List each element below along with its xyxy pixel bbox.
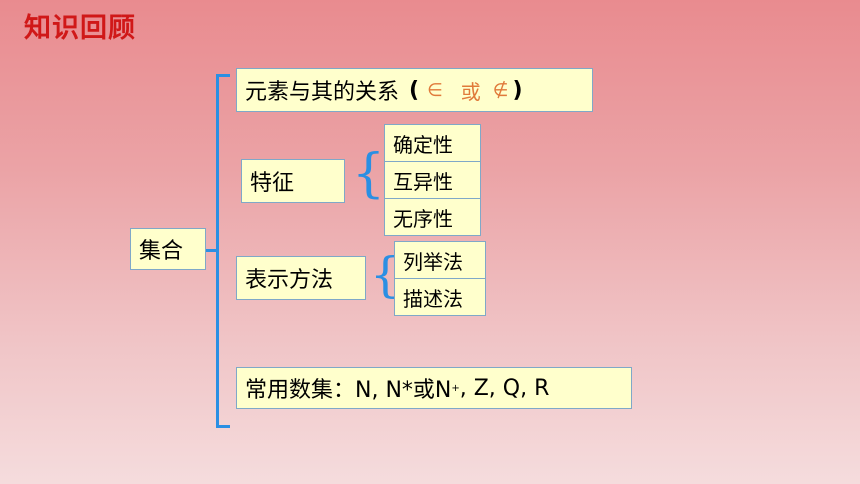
features-node: 特征	[241, 159, 345, 203]
features-label: 特征	[250, 171, 295, 196]
common-sets-subscript: +	[451, 382, 460, 394]
slide-title: 知识回顾	[24, 13, 136, 44]
feature-item-1: 确定性	[384, 124, 481, 162]
element-of-symbol: ∈	[427, 79, 443, 101]
relation-close-paren: )	[512, 77, 523, 103]
method-item-2-label: 描述法	[403, 286, 463, 311]
not-element-of-symbol: ∉	[492, 79, 509, 101]
main-bracket-top	[216, 74, 230, 77]
feature-item-2: 互异性	[384, 161, 481, 199]
feature-item-3: 无序性	[384, 198, 481, 236]
or-text: 或	[460, 79, 481, 104]
method-item-1: 列举法	[394, 241, 486, 279]
relation-open-paren: (	[409, 77, 420, 103]
representation-node: 表示方法	[236, 256, 366, 300]
main-bracket-bottom	[216, 425, 230, 428]
feature-item-3-label: 无序性	[393, 206, 453, 231]
feature-item-1-label: 确定性	[393, 132, 453, 157]
relation-node: 元素与其的关系 ( ∈ 或 ∉ )	[236, 68, 593, 112]
features-brace: {	[352, 144, 386, 204]
common-sets-prefix: 常用数集：N, N*或N	[245, 378, 452, 403]
main-bracket-connector	[206, 249, 218, 252]
feature-item-2-label: 互异性	[393, 169, 453, 194]
common-sets-suffix: , Z, Q, R	[459, 375, 550, 401]
representation-label: 表示方法	[245, 268, 334, 293]
method-item-2: 描述法	[394, 278, 486, 316]
root-label: 集合	[139, 239, 184, 264]
root-node: 集合	[130, 228, 206, 270]
relation-prefix: 元素与其的关系	[245, 80, 400, 105]
common-sets-node: 常用数集：N, N*或N+, Z, Q, R	[236, 367, 632, 409]
method-item-1-label: 列举法	[403, 249, 463, 274]
